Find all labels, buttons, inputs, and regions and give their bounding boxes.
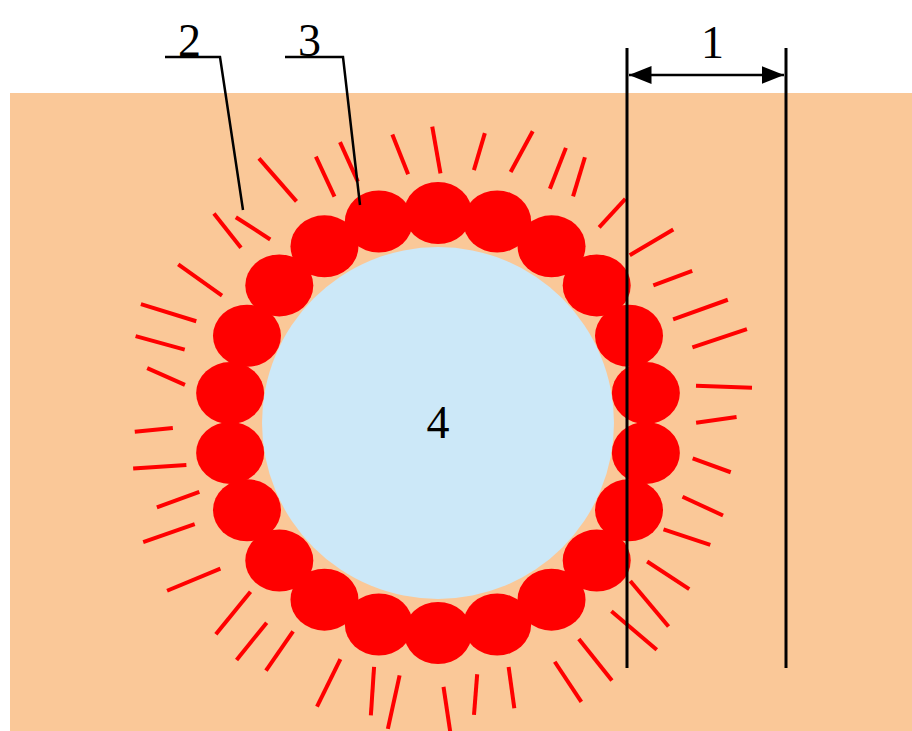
diffuse-ion [673, 300, 728, 320]
diffuse-ion [259, 158, 297, 201]
diffuse-ion [693, 458, 731, 472]
adsorbed-ion [463, 593, 531, 655]
diffuse-ion [647, 562, 689, 590]
diffuse-ion [317, 659, 340, 707]
diffuse-ion [147, 368, 185, 385]
diffuse-ion [509, 667, 515, 708]
diffuse-ion [143, 524, 195, 542]
diffuse-ion [388, 675, 400, 729]
diffuse-ion [573, 157, 585, 196]
adsorbed-ion [345, 191, 413, 253]
adsorbed-ion [612, 422, 680, 484]
particle-fill [262, 247, 614, 599]
adsorbed-ion [404, 602, 472, 664]
dimension-arrow [629, 74, 784, 77]
adsorbed-ion [196, 362, 264, 424]
diffuse-ion [474, 674, 477, 715]
diffuse-ion [696, 386, 752, 388]
diffuse-ion [653, 271, 692, 285]
adsorbed-ion [196, 422, 264, 484]
callout-number: 3 [298, 18, 321, 64]
leader-line [165, 57, 243, 210]
diffuse-ions [133, 127, 752, 731]
diffuse-ion [136, 336, 185, 349]
diffuse-ion [237, 623, 267, 660]
diffuse-ion [683, 497, 723, 516]
diffuse-ion [664, 529, 711, 545]
diffuse-ion [555, 662, 582, 702]
leader-line [285, 57, 360, 205]
diffuse-ion [444, 687, 451, 731]
diffuse-ion [216, 592, 251, 635]
diffuse-ion [316, 157, 335, 197]
diffuse-ion [579, 639, 612, 680]
diffuse-ion [630, 581, 668, 627]
diffuse-ion [432, 127, 440, 174]
adsorbed-ion [612, 362, 680, 424]
leader-lines [165, 48, 786, 668]
diffuse-ion [696, 417, 736, 423]
diffuse-ion [371, 667, 374, 716]
diffuse-ion [550, 148, 566, 189]
diffuse-ion [157, 492, 199, 508]
diffuse-ion [392, 135, 408, 175]
diffuse-ion [511, 131, 533, 172]
diffuse-ion [692, 329, 747, 347]
adsorbed-ion [213, 479, 281, 541]
diffuse-ion [611, 611, 656, 649]
particle-core: 4 [262, 247, 614, 599]
dimension-boundary [785, 48, 788, 668]
diffuse-ion [599, 199, 625, 227]
diffuse-ion [141, 304, 196, 321]
diffuse-ion [167, 569, 220, 591]
diffuse-ion [178, 264, 222, 295]
diffuse-ion [266, 631, 293, 670]
diffuse-ion [236, 217, 270, 239]
callout-number: 4 [427, 400, 450, 446]
diffuse-ion [474, 133, 485, 170]
adsorbed-ion [404, 182, 472, 244]
adsorbed-ions [196, 182, 680, 664]
adsorbed-ion [595, 305, 663, 367]
diffuse-ion [133, 465, 186, 468]
dimension-boundary [626, 48, 629, 668]
callout-number: 1 [701, 20, 724, 66]
diffuse-ion [630, 229, 674, 255]
diffuse-ion [135, 428, 173, 432]
medium-region [10, 93, 912, 731]
callout-number: 2 [178, 18, 201, 64]
